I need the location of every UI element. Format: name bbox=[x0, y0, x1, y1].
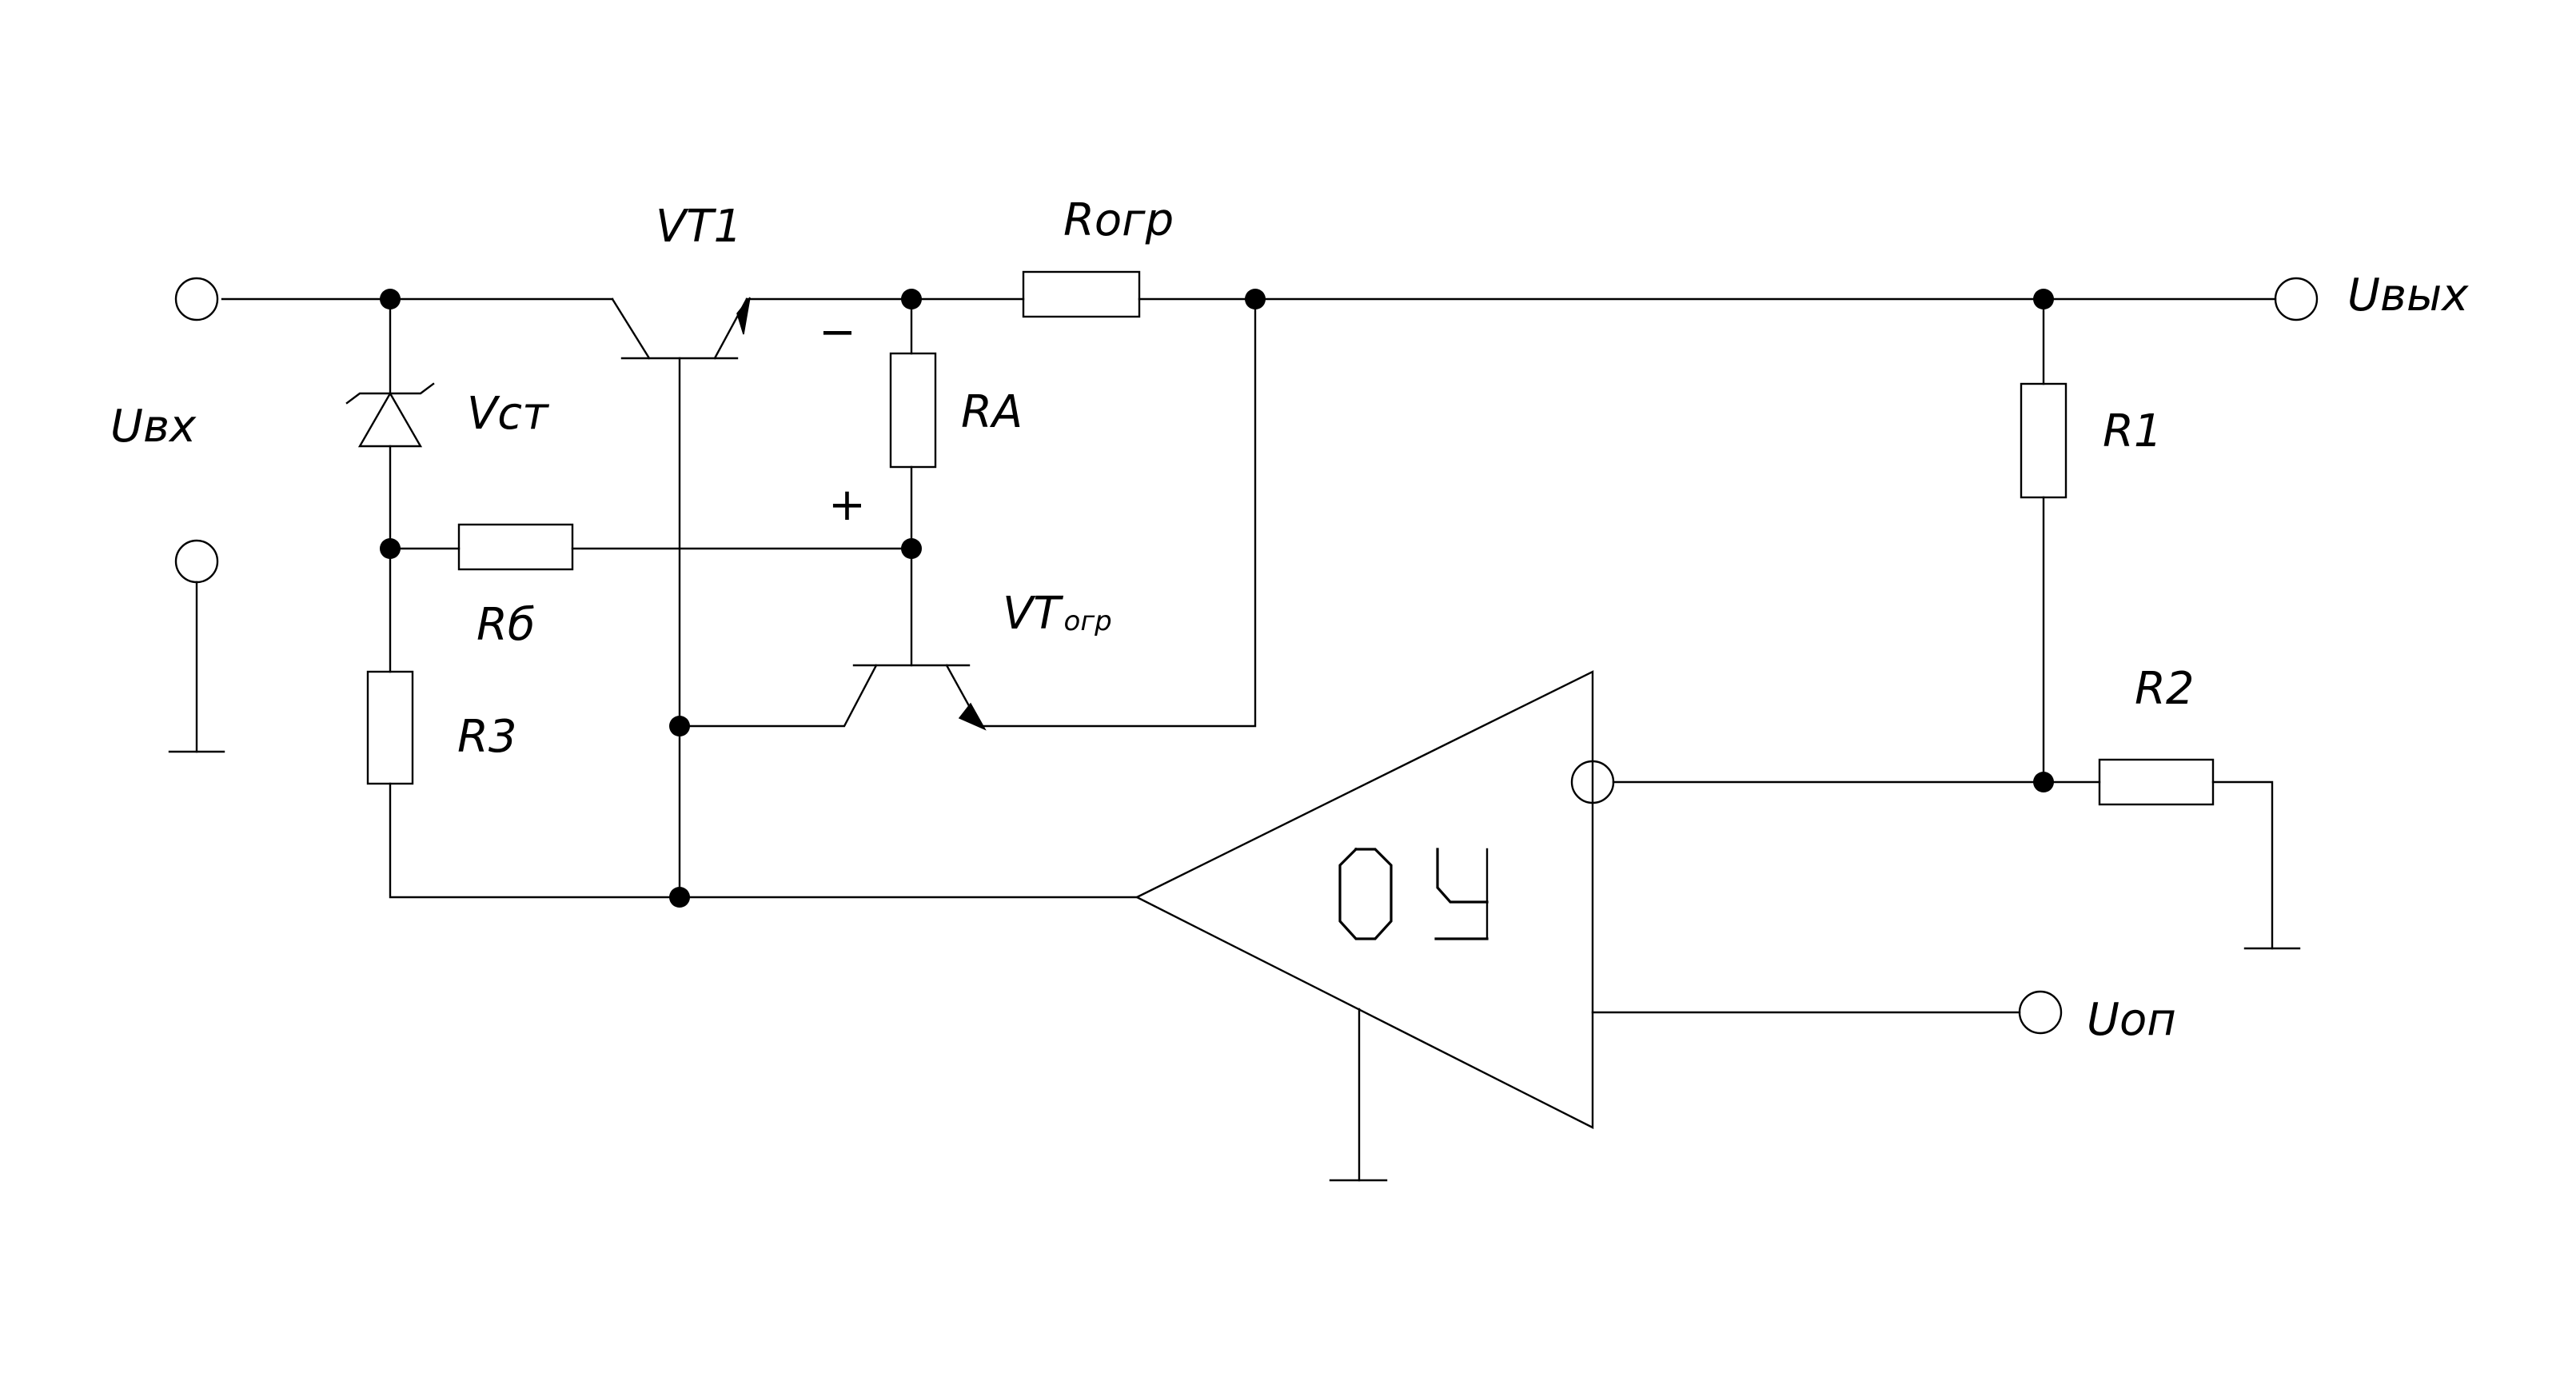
resistor-r-limit bbox=[1022, 270, 1141, 318]
label-r-b: Rб bbox=[477, 599, 535, 651]
reference-terminal bbox=[2018, 990, 2063, 1035]
opamp-glyph-u bbox=[1436, 848, 1489, 904]
zener-diode-symbol bbox=[345, 382, 435, 448]
resistors bbox=[366, 270, 2215, 806]
junction-dot bbox=[1245, 289, 1266, 309]
label-reference-voltage: Uоп bbox=[2087, 994, 2176, 1046]
label-input-voltage: Uвх bbox=[110, 401, 197, 453]
ground-symbols bbox=[168, 750, 2301, 1182]
label-vt1: VT1 bbox=[656, 201, 742, 253]
resistor-r2 bbox=[2098, 758, 2215, 806]
wire-r3-bottom bbox=[389, 782, 1138, 899]
wires bbox=[195, 297, 2277, 1182]
junction-dot bbox=[669, 716, 690, 736]
junction-dot bbox=[669, 887, 690, 908]
junctions bbox=[380, 289, 2054, 908]
junction-dot bbox=[380, 538, 401, 559]
vt1-emitter-arrow-icon bbox=[736, 297, 751, 335]
label-polarity-plus: + bbox=[828, 479, 866, 531]
output-terminal bbox=[2274, 277, 2319, 321]
zener-diode-bar bbox=[345, 382, 435, 405]
wire-vtlim-emitter bbox=[945, 297, 1257, 728]
opamp-output-circle bbox=[1570, 760, 1615, 804]
label-r3: R3 bbox=[457, 711, 517, 763]
label-vt-limit-sub: огр bbox=[1064, 605, 1112, 637]
input-terminal-top bbox=[174, 277, 219, 321]
junction-dot bbox=[2033, 772, 2054, 792]
label-r-limit: Rогр bbox=[1063, 194, 1174, 246]
wire-vt1-collector bbox=[611, 297, 651, 360]
resistor-r3 bbox=[366, 670, 414, 785]
opamp-triangle bbox=[1134, 670, 1594, 1129]
junction-dot bbox=[2033, 289, 2054, 309]
label-r2: R2 bbox=[2135, 663, 2195, 715]
junction-dot bbox=[380, 289, 401, 309]
resistor-r1 bbox=[2020, 382, 2068, 499]
resistor-r-a bbox=[889, 352, 937, 469]
label-zener: Vcт bbox=[467, 388, 549, 440]
label-r-a: RА bbox=[961, 386, 1023, 438]
label-output-voltage: Uвых bbox=[2347, 269, 2469, 321]
vtlim-emitter-arrow-icon bbox=[958, 702, 987, 731]
wire-vtlim-collector bbox=[678, 664, 878, 728]
wire-r2-to-ground bbox=[2211, 780, 2274, 950]
input-terminal-bottom bbox=[174, 539, 219, 584]
junction-dot bbox=[901, 538, 922, 559]
opamp-glyph-o bbox=[1338, 847, 1393, 940]
label-vt-limit-main: VT bbox=[1003, 588, 1063, 640]
opamp-symbol bbox=[1134, 670, 1615, 1129]
junction-dot bbox=[901, 289, 922, 309]
resistor-r-b bbox=[457, 523, 574, 571]
label-r1: R1 bbox=[2103, 405, 2163, 457]
zener-diode-triangle bbox=[357, 391, 423, 448]
label-polarity-minus: − bbox=[819, 306, 856, 358]
